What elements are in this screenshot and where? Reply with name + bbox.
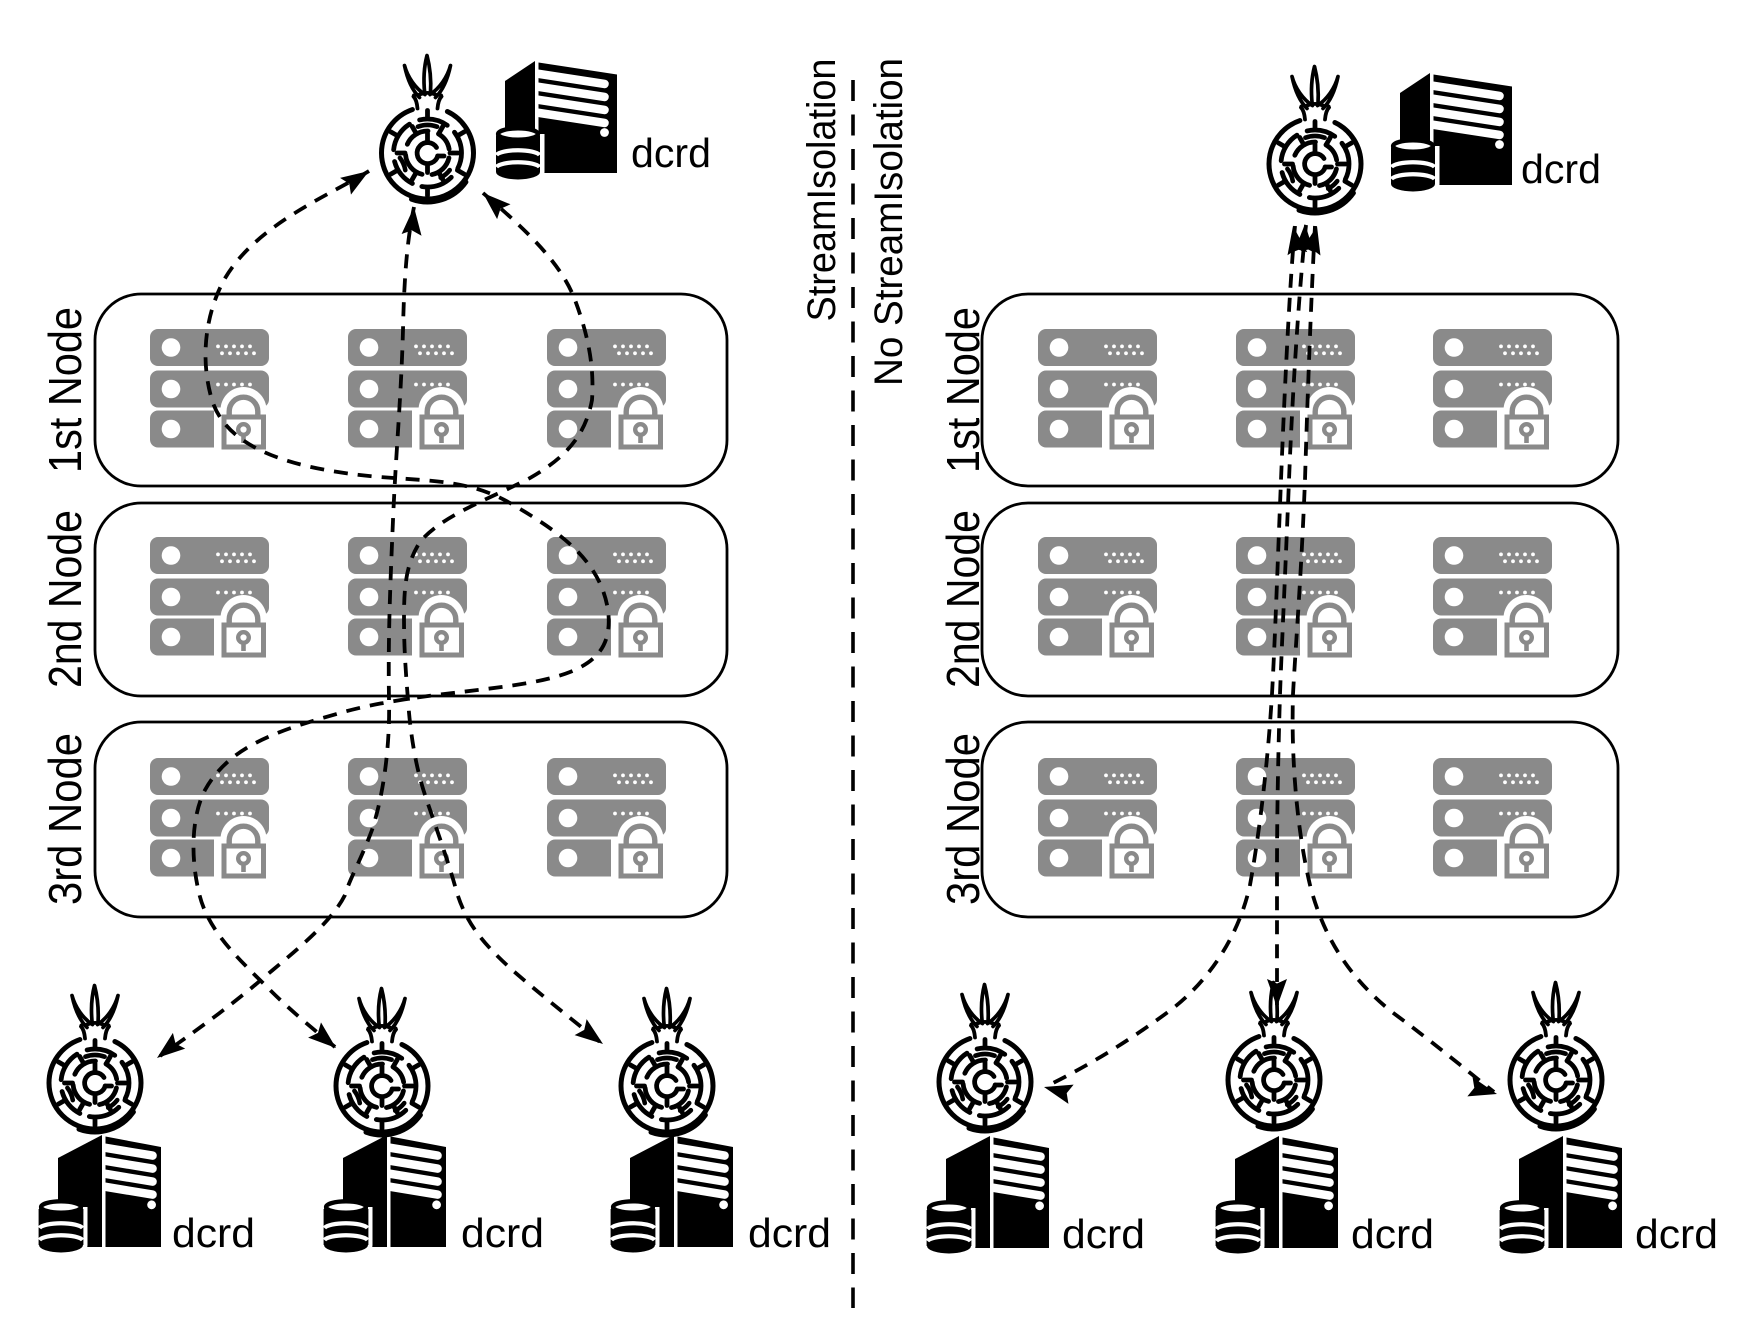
svg-text:1st Node: 1st Node: [937, 307, 989, 473]
svg-text:StreamIsolation: StreamIsolation: [800, 59, 844, 322]
svg-text:3rd Node: 3rd Node: [39, 733, 91, 905]
svg-text:dcrd: dcrd: [172, 1210, 255, 1256]
svg-text:dcrd: dcrd: [748, 1210, 831, 1256]
svg-text:1st Node: 1st Node: [39, 307, 91, 473]
svg-text:dcrd: dcrd: [1351, 1211, 1434, 1257]
svg-text:dcrd: dcrd: [631, 130, 711, 176]
svg-text:2nd Node: 2nd Node: [39, 510, 91, 688]
svg-text:3rd Node: 3rd Node: [937, 733, 989, 905]
svg-text:dcrd: dcrd: [461, 1210, 544, 1256]
svg-text:dcrd: dcrd: [1635, 1211, 1718, 1257]
svg-text:No StreamIsolation: No StreamIsolation: [867, 58, 911, 386]
svg-text:2nd Node: 2nd Node: [937, 510, 989, 688]
svg-text:dcrd: dcrd: [1521, 146, 1601, 192]
svg-text:dcrd: dcrd: [1062, 1211, 1145, 1257]
